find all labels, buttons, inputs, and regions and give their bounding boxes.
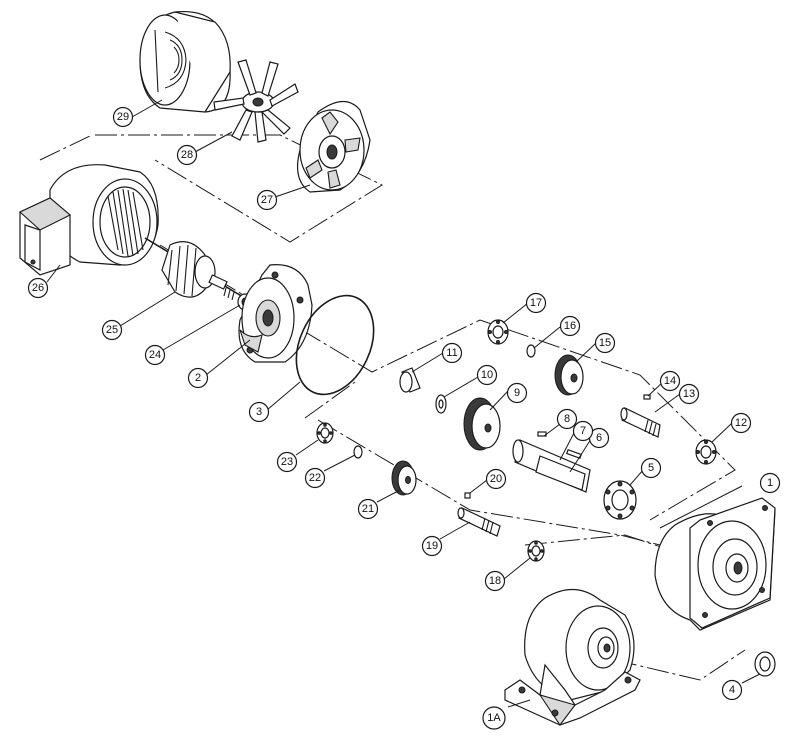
part-11-bushing: [399, 367, 421, 393]
part-16-ring: [526, 344, 536, 358]
callout-14-label: 14: [664, 375, 676, 387]
part-28-fan: [213, 59, 299, 143]
part-6-output-shaft: [512, 439, 591, 493]
callout-5-label: 5: [648, 462, 654, 474]
callout-19[interactable]: 19: [421, 535, 443, 557]
callout-27-label: 27: [261, 194, 273, 206]
part-7-key: [565, 448, 583, 460]
callout-3[interactable]: 3: [248, 401, 270, 423]
callout-4-label: 4: [729, 684, 735, 696]
callout-19-label: 19: [426, 540, 438, 552]
callout-28-label: 28: [181, 149, 193, 161]
part-29-fan-cover: [139, 10, 231, 113]
callout-14[interactable]: 14: [659, 370, 681, 392]
callout-28[interactable]: 28: [176, 144, 198, 166]
callout-22-label: 22: [309, 472, 321, 484]
callout-5[interactable]: 5: [640, 457, 662, 479]
part-27-end-plate: [297, 100, 371, 193]
callout-12-label: 12: [735, 417, 747, 429]
callout-10[interactable]: 10: [476, 364, 498, 386]
callout-13-label: 13: [683, 388, 695, 400]
callout-20[interactable]: 20: [485, 468, 507, 490]
callout-11-label: 11: [446, 347, 457, 359]
callout-6-label: 6: [596, 432, 602, 444]
callout-20-label: 20: [490, 473, 502, 485]
callout-17-label: 17: [530, 297, 542, 309]
part-20-key: [464, 492, 471, 499]
callout-15[interactable]: 15: [594, 332, 616, 354]
part-21-gear: [391, 460, 417, 496]
callout-9[interactable]: 9: [506, 382, 528, 404]
part-1-gearbox-cover: [654, 497, 776, 631]
callout-22[interactable]: 22: [304, 467, 326, 489]
callout-18-label: 18: [489, 575, 501, 587]
callout-13[interactable]: 13: [678, 383, 700, 405]
callout-1[interactable]: 1: [759, 472, 781, 494]
part-3-gasket: [295, 294, 375, 396]
part-25-rotor: [144, 237, 249, 301]
callout-23-label: 23: [281, 456, 293, 468]
part-22-ring: [353, 445, 363, 459]
callout-25-label: 25: [106, 324, 118, 336]
part-10-washer: [435, 394, 447, 414]
callout-24-label: 24: [149, 349, 161, 361]
part-14-key: [643, 394, 651, 400]
part-19-intermediate-shaft: [457, 507, 501, 537]
part-13-pinion-shaft: [620, 407, 661, 438]
callout-2-label: 2: [195, 372, 201, 384]
callout-7[interactable]: 7: [572, 420, 594, 442]
callout-16-label: 16: [564, 320, 576, 332]
callout-17[interactable]: 17: [525, 292, 547, 314]
callout-4[interactable]: 4: [721, 679, 743, 701]
callout-15-label: 15: [599, 337, 611, 349]
callout-1-label: 1: [767, 477, 773, 489]
callout-9-label: 9: [514, 387, 520, 399]
part-15-gear: [554, 354, 584, 396]
callout-23[interactable]: 23: [276, 451, 298, 473]
leader-lines: [46, 99, 761, 708]
part-23-bearing: [316, 422, 334, 444]
callout-29-label: 29: [117, 111, 129, 123]
part-5-bearing: [603, 480, 637, 520]
callout-8-label: 8: [564, 413, 570, 425]
callout-27[interactable]: 27: [256, 189, 278, 211]
part-1a-gearbox-housing: [504, 588, 641, 726]
part-18-bearing: [527, 540, 545, 562]
callout-29[interactable]: 29: [112, 106, 134, 128]
part-2-motor-flange: [238, 264, 313, 363]
part-17-bearing: [487, 319, 509, 345]
callout-12[interactable]: 12: [730, 412, 752, 434]
callout-26[interactable]: 26: [27, 277, 49, 299]
callout-18[interactable]: 18: [484, 570, 506, 592]
part-4-oil-seal: [754, 651, 776, 677]
callout-7-label: 7: [580, 425, 586, 437]
part-9-gear: [463, 397, 501, 451]
callout-10-label: 10: [481, 369, 493, 381]
callout-16[interactable]: 16: [559, 315, 581, 337]
callout-1a[interactable]: 1A: [482, 706, 506, 730]
callout-25[interactable]: 25: [101, 319, 123, 341]
callout-2[interactable]: 2: [187, 367, 209, 389]
part-26-motor-stator: [19, 164, 159, 276]
callout-26-label: 26: [32, 282, 44, 294]
callout-21-label: 21: [362, 503, 374, 515]
callout-1a-label: 1A: [487, 712, 501, 724]
callout-21[interactable]: 21: [357, 498, 379, 520]
callout-3-label: 3: [256, 406, 262, 418]
callout-8[interactable]: 8: [556, 408, 578, 430]
callout-24[interactable]: 24: [144, 344, 166, 366]
callout-11[interactable]: 11: [441, 342, 463, 364]
part-12-bearing: [695, 439, 717, 465]
